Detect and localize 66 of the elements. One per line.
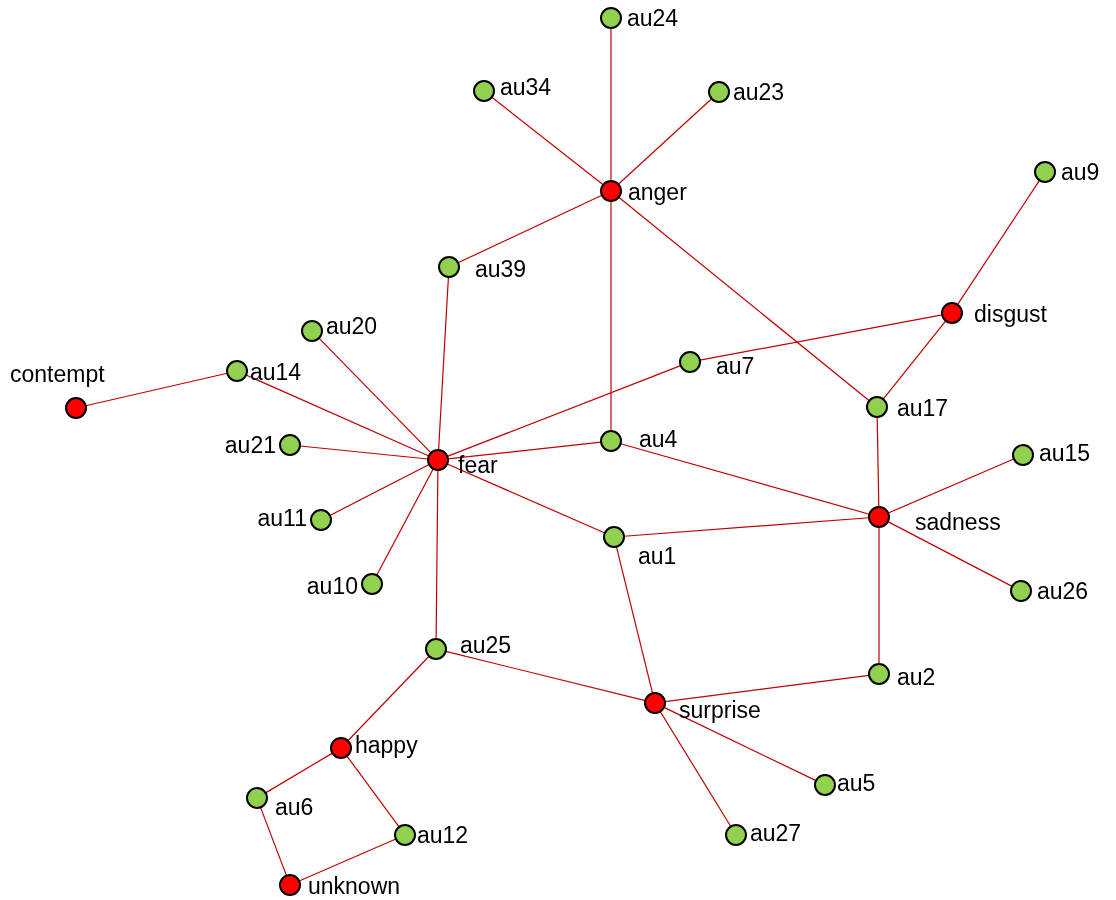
connector-line [610,27,612,182]
node-label: au24 [627,5,679,31]
node-label: au5 [837,770,876,796]
node-label: au39 [475,256,527,282]
node-label: au12 [417,822,469,848]
connector-line [659,710,732,828]
node-label: au21 [224,432,276,458]
connector-line [299,445,429,460]
connector-line [347,655,430,742]
connector-line [376,468,434,576]
node-label: au27 [750,820,802,846]
connector-line [446,365,682,457]
node-label: surprise [679,697,761,723]
node-label: fear [458,452,498,478]
node-label: happy [355,732,418,758]
node-label: au9 [1061,159,1100,185]
connector-line [956,179,1041,306]
node-label: au10 [306,573,358,599]
node-label: disgust [974,301,1047,327]
node-label: unknown [308,873,401,899]
node-label: au6 [275,794,314,820]
connector-line [887,521,1013,587]
connector-line [447,441,602,460]
connector-line [435,469,439,640]
connector-line [876,416,880,508]
node-label: contempt [10,361,105,387]
node-label: au17 [897,395,949,421]
connector-line [491,96,604,186]
connector-line [265,752,333,794]
connector-line [610,200,612,432]
node-label: au25 [460,632,512,658]
connector-line [259,806,288,877]
node-label: au4 [639,426,678,452]
node-label: sadness [915,509,1001,535]
connector-line [663,706,817,782]
node-label: au1 [638,543,677,569]
connector-line [437,276,450,451]
node-label: au23 [733,79,785,105]
node-label: au15 [1039,440,1091,466]
node-label: au26 [1037,578,1089,604]
connector-line [245,374,430,457]
connector-line [445,650,646,702]
connector-line [623,517,870,537]
connector-line [699,314,943,361]
connector-line [85,372,228,407]
node-label: au2 [897,664,936,690]
connector-line [615,546,654,694]
node-label: anger [628,179,687,205]
connector-line [882,320,947,400]
node-label: au14 [250,359,302,385]
connector-line [446,463,606,534]
connector-line [620,443,870,515]
connector-line [878,526,880,665]
connector-line [618,196,870,402]
node-label: au7 [716,353,755,379]
connector-line [346,755,400,828]
node-label: au11 [257,505,307,531]
connector-line [617,98,713,185]
connector-line [664,674,870,703]
connector-line [887,458,1015,514]
connector-line [298,838,397,882]
connector-line [457,194,603,264]
connector-line [329,463,430,517]
node-label: au20 [326,313,378,339]
node-label: au34 [500,74,552,100]
connector-line [318,337,432,454]
